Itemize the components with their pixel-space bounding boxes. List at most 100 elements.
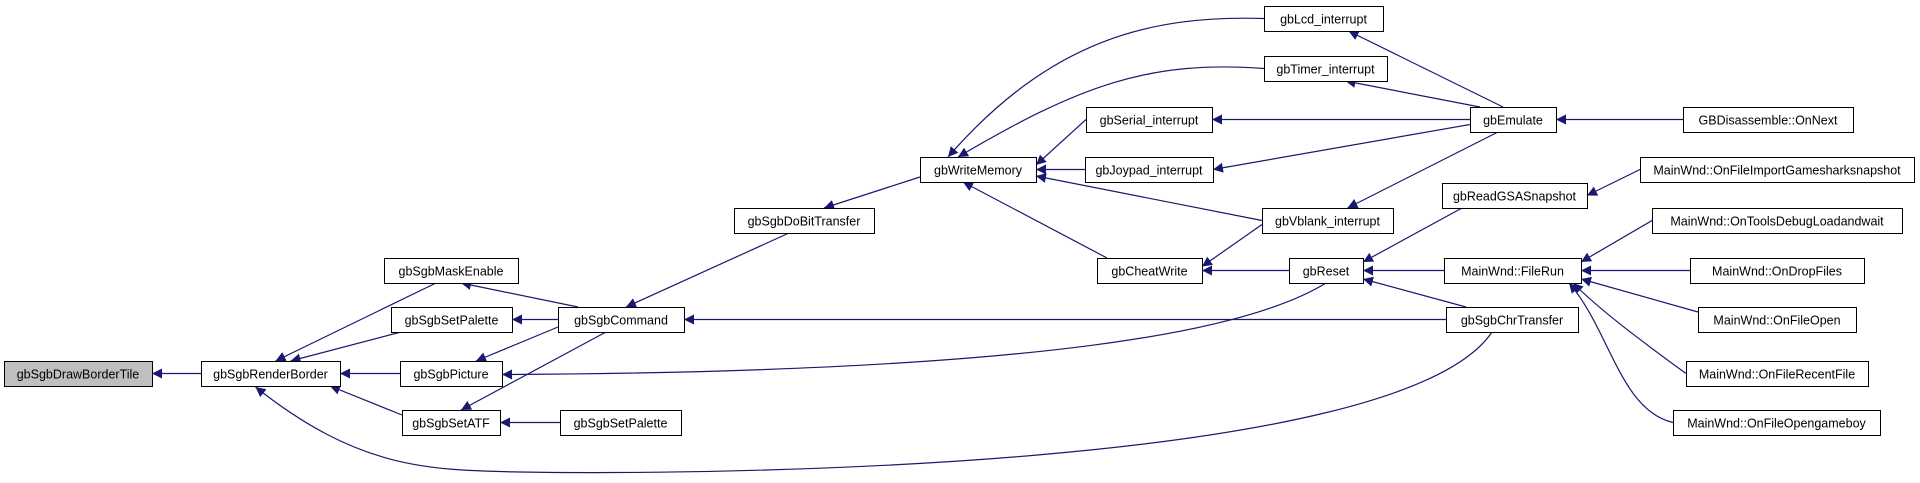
node-filerun[interactable]: MainWnd::FileRun — [1444, 258, 1582, 284]
node-label: GBDisassemble::OnNext — [1699, 114, 1838, 128]
node-chr[interactable]: gbSgbChrTransfer — [1446, 307, 1579, 333]
node-vblank[interactable]: gbVblank_interrupt — [1262, 208, 1394, 234]
node-timer[interactable]: gbTimer_interrupt — [1264, 56, 1388, 82]
node-reset[interactable]: gbReset — [1289, 258, 1364, 284]
node-label: MainWnd::OnDropFiles — [1712, 265, 1842, 279]
node-disasm[interactable]: GBDisassemble::OnNext — [1683, 107, 1854, 133]
node-command[interactable]: gbSgbCommand — [558, 307, 685, 333]
node-dobit[interactable]: gbSgbDoBitTransfer — [734, 208, 875, 234]
edge-debugload-to-filerun — [1580, 219, 1653, 263]
node-box — [1683, 107, 1854, 133]
node-recent[interactable]: MainWnd::OnFileRecentFile — [1686, 361, 1869, 387]
edge-cheat-to-writemem — [962, 181, 1108, 259]
node-drop[interactable]: MainWnd::OnDropFiles — [1690, 258, 1865, 284]
node-label: gbSgbSetATF — [412, 417, 490, 431]
node-box — [1470, 107, 1557, 133]
node-opengb[interactable]: MainWnd::OnFileOpengameboy — [1673, 410, 1881, 436]
node-box — [1097, 258, 1203, 284]
node-box — [1086, 107, 1213, 133]
node-label: MainWnd::FileRun — [1461, 265, 1564, 279]
edge-vblank-to-cheat — [1201, 224, 1263, 267]
node-box — [1262, 208, 1394, 234]
node-label: gbSgbMaskEnable — [399, 265, 504, 279]
node-box — [4, 361, 153, 387]
node-setpal2[interactable]: gbSgbSetPalette — [560, 410, 682, 436]
node-box — [391, 307, 513, 333]
node-label: gbLcd_interrupt — [1280, 13, 1367, 27]
edge-emulate-to-vblank — [1347, 131, 1499, 209]
edge-command-to-picture — [475, 326, 559, 362]
node-box — [1673, 410, 1881, 436]
node-picture[interactable]: gbSgbPicture — [400, 361, 503, 387]
node-box — [400, 361, 503, 387]
node-writemem[interactable]: gbWriteMemory — [920, 157, 1037, 183]
node-box — [1289, 258, 1364, 284]
node-readgsa[interactable]: gbReadGSASnapshot — [1442, 183, 1588, 209]
node-render[interactable]: gbSgbRenderBorder — [201, 361, 341, 387]
node-box — [201, 361, 341, 387]
node-label: gbWriteMemory — [934, 164, 1023, 178]
node-label: gbSgbChrTransfer — [1461, 314, 1563, 328]
node-label: MainWnd::OnToolsDebugLoadandwait — [1670, 215, 1884, 229]
node-label: gbSgbDoBitTransfer — [748, 215, 861, 229]
node-box — [1698, 307, 1857, 333]
node-box — [1264, 56, 1388, 82]
node-label: gbSgbPicture — [413, 368, 488, 382]
node-box — [1442, 183, 1588, 209]
edge-reset-to-picture — [501, 282, 1327, 380]
node-box — [558, 307, 685, 333]
node-label: gbSgbSetPalette — [574, 417, 668, 431]
edge-emulate-to-lcd — [1348, 30, 1504, 108]
node-label: gbReadGSASnapshot — [1453, 190, 1577, 204]
node-label: gbSgbDrawBorderTile — [17, 368, 140, 382]
node-label: gbJoypad_interrupt — [1095, 164, 1203, 178]
edge-writemem-to-dobit — [823, 176, 921, 210]
edge-command-to-setatf — [460, 331, 607, 411]
edge-readgsa-to-reset — [1362, 207, 1463, 263]
node-setatf[interactable]: gbSgbSetATF — [402, 410, 501, 436]
edge-setpal1-to-render — [290, 331, 402, 364]
edge-opengb-to-filerun — [1568, 282, 1674, 424]
node-lcd[interactable]: gbLcd_interrupt — [1264, 6, 1384, 32]
node-box — [1640, 157, 1915, 183]
node-draw[interactable]: gbSgbDrawBorderTile — [4, 361, 153, 387]
node-box — [1444, 258, 1582, 284]
node-box — [1652, 208, 1903, 234]
node-box — [1446, 307, 1579, 333]
node-debugload[interactable]: MainWnd::OnToolsDebugLoadandwait — [1652, 208, 1903, 234]
node-box — [1686, 361, 1869, 387]
node-cheat[interactable]: gbCheatWrite — [1097, 258, 1203, 284]
edge-emulate-to-joypad — [1212, 123, 1471, 173]
node-box — [1690, 258, 1865, 284]
edge-vblank-to-writemem — [1035, 173, 1263, 222]
node-box — [1264, 6, 1384, 32]
edge-chr-to-reset — [1362, 276, 1467, 308]
node-setpal1[interactable]: gbSgbSetPalette — [391, 307, 513, 333]
node-box — [560, 410, 682, 436]
node-label: MainWnd::OnFileOpengameboy — [1687, 417, 1866, 431]
node-box — [1085, 157, 1214, 183]
node-label: MainWnd::OnFileRecentFile — [1699, 368, 1855, 382]
edge-dobit-to-command — [625, 232, 790, 308]
node-label: gbCheatWrite — [1111, 265, 1187, 279]
node-label: MainWnd::OnFileOpen — [1713, 314, 1840, 328]
node-label: gbSerial_interrupt — [1100, 114, 1199, 128]
node-importgs[interactable]: MainWnd::OnFileImportGamesharksnapshot — [1640, 157, 1915, 183]
nodes-layer: gbSgbDrawBorderTile gbSgbRenderBorder gbSg… — [4, 6, 1915, 436]
node-emulate[interactable]: gbEmulate — [1470, 107, 1557, 133]
edge-importgs-to-readgsa — [1586, 168, 1641, 197]
node-joypad[interactable]: gbJoypad_interrupt — [1085, 157, 1214, 183]
node-open[interactable]: MainWnd::OnFileOpen — [1698, 307, 1857, 333]
edge-lcd-to-writemem — [947, 17, 1265, 158]
edge-serial-to-writemem — [1035, 119, 1087, 166]
node-label: MainWnd::OnFileImportGamesharksnapshot — [1653, 164, 1901, 178]
node-box — [384, 258, 519, 284]
node-label: gbTimer_interrupt — [1276, 63, 1375, 77]
edge-mask-to-render — [275, 282, 437, 362]
edge-emulate-to-timer — [1345, 77, 1481, 108]
edge-chr-to-render — [255, 331, 1493, 474]
node-serial[interactable]: gbSerial_interrupt — [1086, 107, 1213, 133]
edge-timer-to-writemem — [957, 66, 1265, 158]
node-mask[interactable]: gbSgbMaskEnable — [384, 258, 519, 284]
